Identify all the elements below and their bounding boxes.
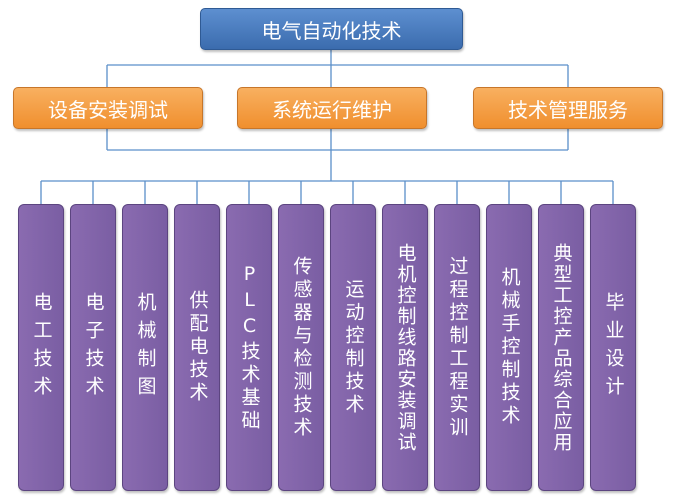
course-label: 电子技术 bbox=[82, 291, 105, 404]
course-label: 电工技术 bbox=[30, 291, 53, 404]
course-industrial-control-application: 典型工控产品综合应用 bbox=[538, 204, 584, 491]
course-label: 机械制图 bbox=[134, 291, 157, 404]
course-label: 供配电技术 bbox=[186, 290, 209, 405]
course-label: 过程控制工程实训 bbox=[446, 255, 469, 440]
root-node: 电气自动化技术 bbox=[200, 8, 463, 50]
course-label: 运动控制技术 bbox=[342, 278, 365, 417]
course-manipulator-control: 机械手控制技术 bbox=[486, 204, 532, 491]
course-motor-control-wiring: 电机控制线路安装调试 bbox=[382, 204, 428, 491]
category-label: 技术管理服务 bbox=[508, 97, 628, 122]
course-sensors-detection: 传感器与检测技术 bbox=[278, 204, 324, 491]
course-label: 毕业设计 bbox=[602, 291, 625, 404]
course-motion-control: 运动控制技术 bbox=[330, 204, 376, 491]
course-power-supply-tech: 供配电技术 bbox=[174, 204, 220, 491]
root-label: 电气自动化技术 bbox=[261, 18, 402, 43]
course-label: 电机控制线路安装调试 bbox=[394, 242, 417, 453]
course-graduation-project: 毕业设计 bbox=[590, 204, 636, 491]
category-label: 系统运行维护 bbox=[272, 97, 392, 122]
category-management-service: 技术管理服务 bbox=[473, 87, 663, 129]
course-label: 机械手控制技术 bbox=[498, 267, 521, 428]
category-label: 设备安装调试 bbox=[48, 97, 168, 122]
course-electronics-tech: 电子技术 bbox=[70, 204, 116, 491]
course-label: PLC技术基础 bbox=[238, 262, 261, 433]
course-label: 典型工控产品综合应用 bbox=[550, 242, 573, 453]
course-plc-basics: PLC技术基础 bbox=[226, 204, 272, 491]
course-label: 传感器与检测技术 bbox=[290, 255, 313, 440]
course-electrical-tech: 电工技术 bbox=[18, 204, 64, 491]
category-operation-maintenance: 系统运行维护 bbox=[237, 87, 427, 129]
course-process-control-training: 过程控制工程实训 bbox=[434, 204, 480, 491]
category-install-debug: 设备安装调试 bbox=[13, 87, 203, 129]
course-mechanical-drawing: 机械制图 bbox=[122, 204, 168, 491]
